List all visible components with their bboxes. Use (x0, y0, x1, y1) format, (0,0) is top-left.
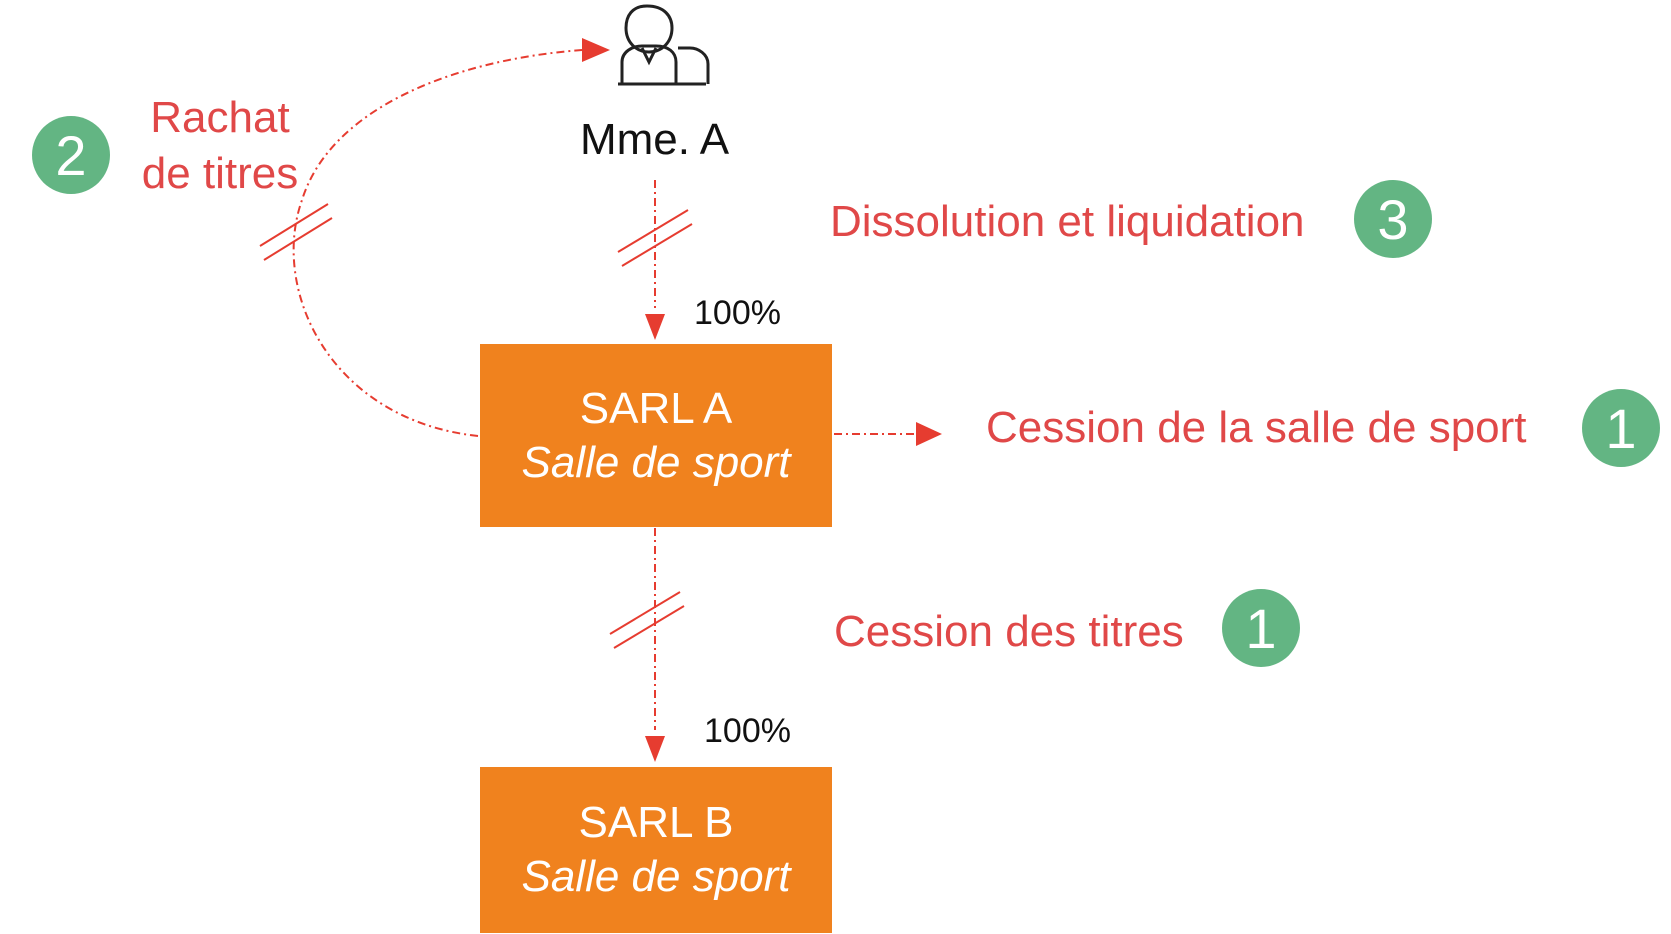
ownership-arrowhead-a (645, 314, 665, 340)
company-box-sarl-a: SARL A Salle de sport (480, 344, 832, 527)
rachat-label-line1: Rachat (150, 93, 290, 142)
break-mark-1 (617, 209, 693, 267)
company-activity: Salle de sport (521, 852, 791, 901)
step-badge-2: 2 (32, 116, 110, 194)
rachat-arrowhead (582, 38, 610, 62)
rachat-label: Rachat de titres (134, 90, 306, 202)
cession-arrowhead (916, 422, 942, 446)
company-name: SARL A (579, 383, 733, 433)
step-badge-3: 3 (1354, 180, 1432, 258)
rachat-arrow (292, 49, 583, 437)
company-name: SARL B (578, 798, 734, 847)
step-badge-1a: 1 (1582, 389, 1660, 467)
break-mark-2 (259, 203, 333, 261)
cession-salle-label: Cession de la salle de sport (986, 403, 1527, 452)
cession-titres-label: Cession des titres (834, 607, 1184, 656)
company-activity: Salle de sport (521, 437, 791, 487)
step-badge-1b: 1 (1222, 589, 1300, 667)
person-name: Mme. A (580, 115, 730, 164)
rachat-label-line2: de titres (141, 149, 299, 198)
company-box-sarl-b: SARL B Salle de sport (480, 767, 832, 933)
person-icon (618, 4, 710, 86)
dissolution-label: Dissolution et liquidation (830, 197, 1305, 246)
ownership-percent-a: 100% (694, 294, 781, 332)
ownership-arrowhead-b (645, 736, 665, 762)
ownership-percent-b: 100% (704, 712, 791, 750)
break-mark-3 (609, 591, 685, 649)
